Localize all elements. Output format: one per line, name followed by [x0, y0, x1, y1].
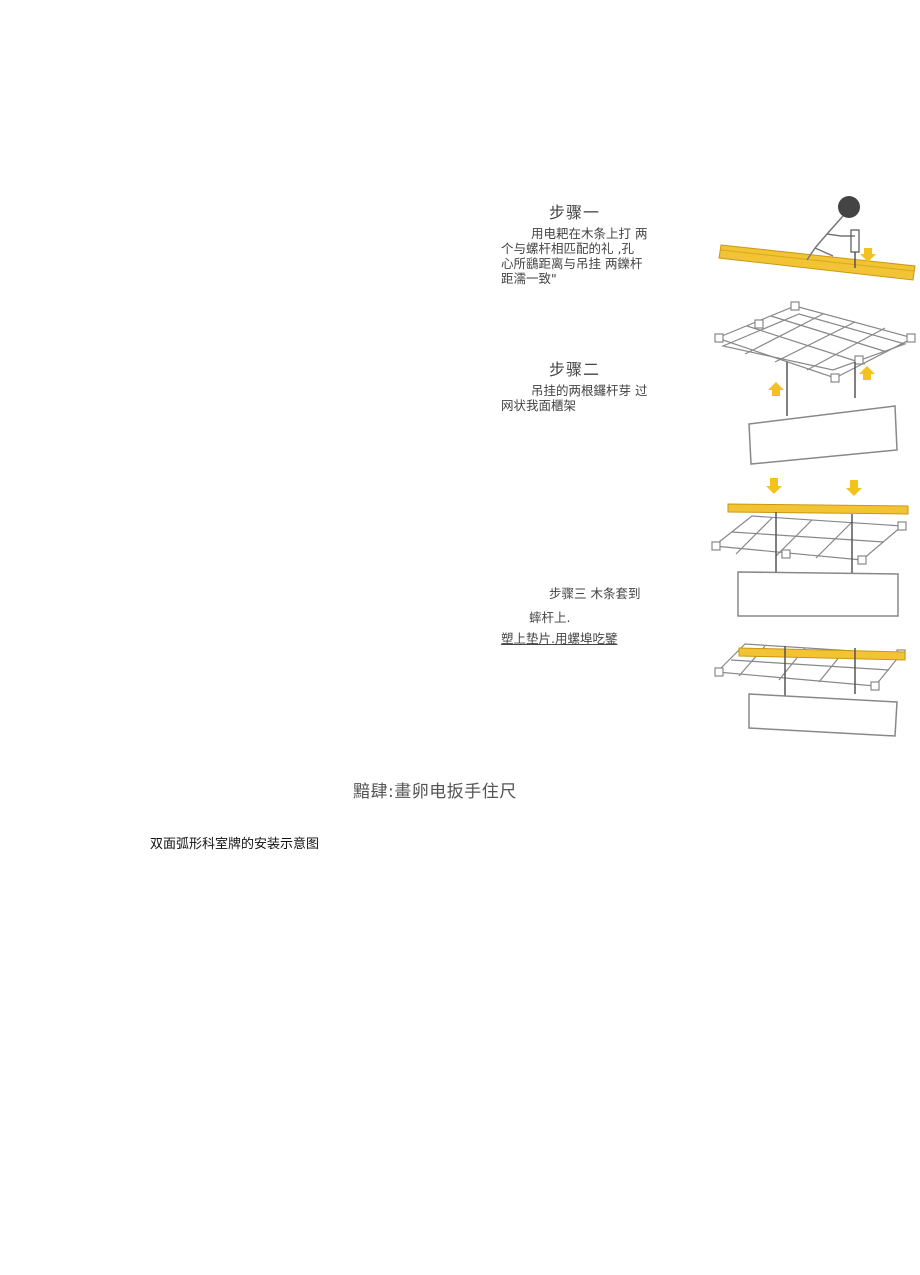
summary-line: 黯肆:畫卵电扳手住尺: [353, 782, 517, 802]
step1-line: 心所鷂距离与吊挂 两鑠杆: [501, 256, 643, 271]
sign-panel: [748, 693, 898, 737]
step1-description: 用电耙在木条上打 两 个与螺杆相匹配的礼 ,孔 心所鷂距离与吊挂 两鑠杆 距濡一…: [501, 226, 661, 286]
wood-bar: [718, 244, 916, 281]
ceiling-grid: [714, 301, 916, 383]
drill-icon: [850, 229, 860, 253]
step4-illustration: [714, 643, 906, 737]
arrow-up-icon: [859, 366, 875, 380]
sign-panel: [748, 405, 898, 465]
ceiling-grid: [711, 515, 907, 565]
step2-line: 吊挂的两根鑼杆芽 过: [531, 383, 648, 398]
step1-title: 步骤一: [549, 203, 601, 222]
step2-line: 网状我面櫃架: [501, 398, 577, 413]
step1-line: 距濡一致": [501, 271, 557, 286]
step1-line: 个与螺杆相匹配的礼 ,孔: [501, 241, 634, 256]
wood-bar: [738, 647, 906, 661]
step3-illustration: [711, 478, 909, 617]
figure-caption: 双面弧形科室牌的安装示意图: [150, 837, 320, 852]
step3-line: 塑上垫片.用螺埠吃鐾: [501, 631, 618, 646]
arrow-down-icon: [846, 480, 862, 496]
worker-head: [838, 196, 860, 218]
step2-illustration: [714, 301, 916, 465]
step1-illustration: [718, 196, 916, 281]
step3-line: 蟀杆上.: [529, 610, 571, 625]
step1-line: 用电耙在木条上打 两: [531, 226, 648, 241]
sign-panel: [737, 571, 899, 617]
step3-title: 步骤三 木条套到: [549, 586, 641, 601]
wood-bar: [727, 503, 909, 515]
step2-description: 吊挂的两根鑼杆芽 过 网状我面櫃架: [501, 383, 661, 413]
arrow-down-icon: [766, 478, 782, 494]
arrow-up-icon: [768, 382, 784, 396]
step2-title: 步骤二: [549, 360, 601, 379]
arrow-down-icon: [860, 248, 876, 262]
worker-body: [814, 215, 844, 249]
